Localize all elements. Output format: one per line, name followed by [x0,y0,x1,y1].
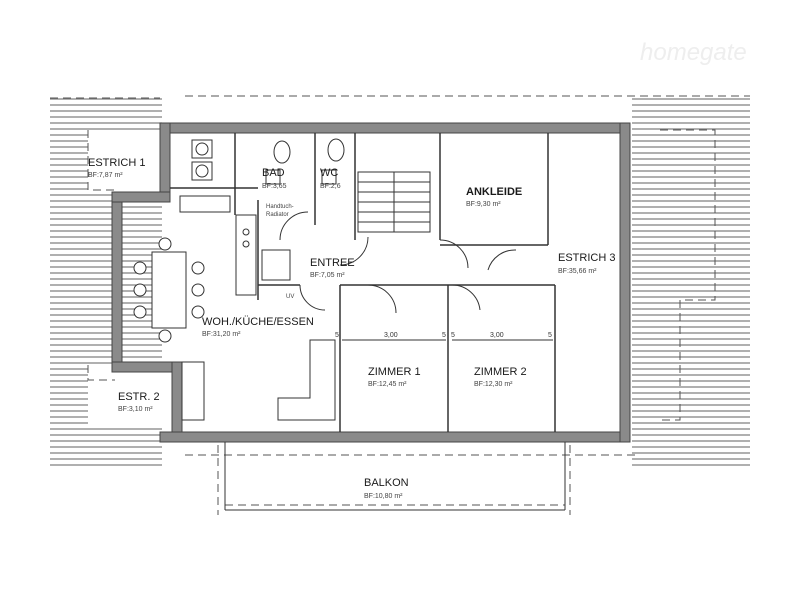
watermark-logo: homegate [640,39,747,66]
room-labels: ESTRICH 1 BF:7,87 m² BAD BF:3,65 WC BF:2… [88,157,615,500]
room-name-bad: BAD [262,167,285,179]
room-name-estrich1: ESTRICH 1 [88,157,145,169]
room-area-bad: BF:3,65 [262,183,287,190]
room-area-estrich3: BF:35,66 m² [558,268,597,275]
room-area-wohnen: BF:31,20 m² [202,331,241,338]
room-name-entree: ENTREE [310,257,355,269]
balcony-outline [224,442,566,511]
room-name-zimmer2: ZIMMER 2 [474,366,527,378]
dim-zimmer1-width: 3,00 [384,332,398,339]
room-area-estrich1: BF:7,87 m² [88,172,123,179]
room-name-zimmer1: ZIMMER 1 [368,366,421,378]
room-area-zimmer1: BF:12,45 m² [368,381,407,388]
room-name-estrich2: ESTR. 2 [118,391,160,403]
staircase [357,171,431,233]
label-handtuch: Handtuch- [266,204,294,210]
door-swings [279,211,517,314]
room-name-wc: WC [320,167,338,179]
room-name-estrich3: ESTRICH 3 [558,252,615,264]
room-area-balkon: BF:10,80 m² [364,493,403,500]
sofa [181,339,336,421]
dining-table [133,237,205,343]
room-area-entree: BF:7,05 m² [310,272,345,279]
dashed-outlines [50,95,750,515]
room-area-estrich2: BF:3,10 m² [118,406,153,413]
dimension-markers: 3,00 3,00 5 5 5 5 [335,332,553,341]
kitchen-counter [179,195,291,296]
room-name-ankleide: ANKLEIDE [466,186,522,198]
dim-zimmer2-width: 3,00 [490,332,504,339]
dim-tick-3: 5 [451,332,455,339]
room-area-ankleide: BF:9,30 m² [466,201,501,208]
label-uv: UV [286,294,294,300]
label-radiator: Radiator [266,212,289,218]
roof-hatch-right [632,96,750,468]
dim-tick-4: 5 [548,332,552,339]
sanitary-fixtures [191,138,345,185]
dim-tick-2: 5 [442,332,446,339]
dim-tick-1: 5 [335,332,339,339]
interior-walls [170,133,556,432]
room-area-zimmer2: BF:12,30 m² [474,381,513,388]
room-name-wohnen: WOH./KÜCHE/ESSEN [202,316,314,328]
room-name-balkon: BALKON [364,477,409,489]
room-area-wc: BF:2,6 [320,183,341,190]
